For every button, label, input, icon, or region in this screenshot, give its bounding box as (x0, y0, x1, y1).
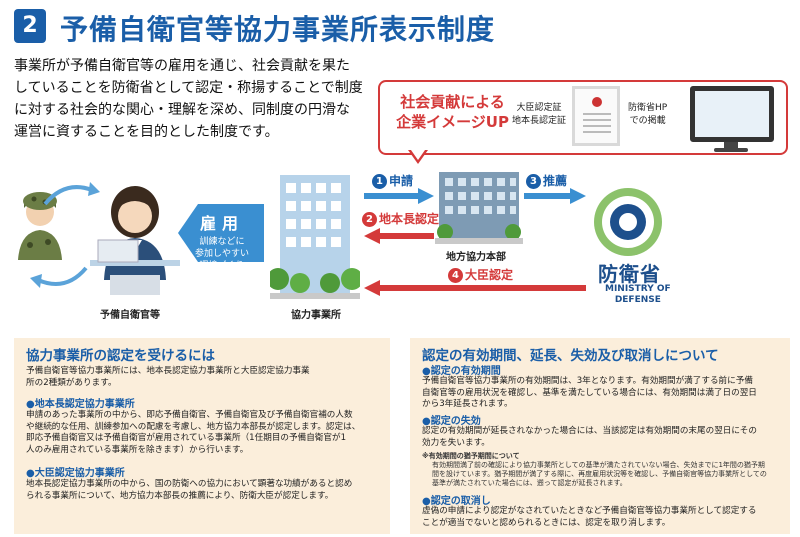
desc-line: 申請のあった事業所の中から、即応予備自衛官、予備自衛官及び予備自衛官補の人数 (26, 410, 353, 420)
certificate-line (583, 113, 611, 115)
step1-arrow (364, 188, 434, 204)
ministry-name-jp: 防衛省 (598, 262, 661, 286)
hp-label-line: 防衛省HP (628, 103, 668, 113)
desc-line: 認定の有効期間が延長されなかった場合には、当該認定は有効期間の末尾の翌日にその (422, 426, 757, 436)
desc-line: 効力を失います。 (422, 437, 490, 448)
employment-desc-line: 環境づくり (199, 261, 245, 271)
cooperative-business-building-icon (270, 175, 360, 299)
provincial-cooperation-office-icon (435, 172, 523, 244)
desc-line: ことが適当でないと認められるときには、認定を取り消します。 (422, 517, 671, 528)
subheading-provincial-cert: ●地本長認定協力事業所 (26, 399, 135, 410)
step3-number: 3 (526, 174, 541, 189)
minister-cert-desc: 地本長認定協力事業所の中から、国の防衛への協力において顕著な功績があると認め ら… (26, 479, 352, 502)
step1-number: 1 (372, 174, 387, 189)
employment-desc: 訓練などに 参加しやすい 環境づくり (192, 236, 252, 272)
subheading-expiry: ●認定の失効 (422, 416, 481, 427)
callout-title: 社会貢献による 企業イメージUP (390, 92, 515, 132)
step4-text: 大臣認定 (465, 268, 514, 282)
note-line: 間を設けています。猶予期間が満了する際に、再度雇用状況等を確認し、予備自衛官等協… (432, 470, 767, 478)
grace-period-note: ※有効期間の猶予期間について 有効期間満了前の確認により協力事業所としての基準が… (422, 452, 767, 488)
note-line: 有効期間満了前の確認により協力事業所としての基準が満たされていない場合、失効まで… (432, 461, 765, 469)
section-number-badge: 2 (14, 9, 46, 43)
desc-line: 虚偽の申請により認定がなされていたときなど予備自衛官等協力事業所として認定する (422, 506, 757, 516)
ministry-en-line: MINISTRY OF (605, 284, 671, 294)
step3-text: 推薦 (543, 174, 568, 188)
subheading-minister-cert: ●大臣認定協力事業所 (26, 468, 125, 479)
panel-intro: 予備自衛官等協力事業所には、地本長認定協力事業所と大臣認定協力事業 所の2種類が… (26, 366, 310, 389)
ministry-of-defense-logo-icon (594, 188, 662, 256)
office-worker-icon (90, 186, 180, 295)
intro-paragraph: 事業所が予備自衛官等の雇用を通じ、社会貢献を果た していることを防衛省として認定… (14, 55, 394, 143)
certification-info-panel: 協力事業所の認定を受けるには 予備自衛官等協力事業所には、地本長認定協力事業所と… (14, 338, 390, 534)
desc-line: 人のみ雇用されている事業所を除きます）から行います。 (26, 444, 249, 455)
desc-line: から3年延長されます。 (422, 399, 513, 409)
step1-text: 申請 (389, 174, 414, 188)
desc-line: や継続的な任用、訓練参加への配慮を考慮し、地方協力本部長が認定します。認定は、 (26, 421, 361, 432)
certificate-line (583, 125, 611, 127)
monitor-base (714, 148, 748, 152)
intro-line: していることを防衛省として認定・称揚することで制度 (14, 80, 363, 96)
callout-title-line: 社会貢献による (400, 93, 505, 111)
step2-arrow (364, 228, 434, 244)
subheading-validity: ●認定の有効期間 (422, 366, 501, 377)
ministry-en-line: DEFENSE (614, 295, 661, 305)
page-title: 予備自衛官等協力事業所表示制度 (60, 13, 496, 46)
intro-line: 運営に資することを目的とした制度です。 (14, 124, 279, 140)
panel-intro-line: 予備自衛官等協力事業所には、地本長認定協力事業所と大臣認定協力事業 (26, 366, 310, 376)
validity-desc: 予備自衛官等協力事業所の有効期間は、3年となります。有効期間が満了する前に予備 … (422, 376, 757, 411)
hp-label-line: での掲載 (629, 116, 666, 126)
cert-label-line: 地本長認定証 (512, 116, 567, 126)
employment-desc-line: 訓練などに (199, 237, 245, 247)
step4-number: 4 (448, 268, 463, 283)
reserve-personnel-label: 予備自衛官等 (100, 310, 160, 321)
cert-label-line: 大臣認定証 (516, 103, 562, 113)
ministry-name-en: MINISTRY OF DEFENSE (605, 284, 671, 306)
provincial-cert-desc: 申請のあった事業所の中から、即応予備自衛官、予備自衛官及び予備自衛官補の人数 や… (26, 410, 360, 456)
desc-line: られる事業所について、地方協力本部長の推薦により、防衛大臣が認定します。 (26, 490, 334, 501)
step4-arrow (364, 280, 586, 296)
certificate-label: 大臣認定証 地本長認定証 (512, 102, 566, 128)
desc-line: 地本長認定協力事業所の中から、国の防衛への協力において顕著な功績があると認め (26, 479, 353, 489)
revocation-desc: 虚偽の申請により認定がなされていたときなど予備自衛官等協力事業所として認定する … (422, 506, 756, 529)
cycle-arrow-bottom (30, 266, 88, 288)
intro-line: に対する社会的な関心・理解を深め、同制度の円滑な (14, 102, 350, 118)
step3-arrow (524, 188, 586, 204)
employment-text: 雇用 訓練などに 参加しやすい 環境づくり (192, 210, 252, 272)
note-line: 基準が満たされていた場合には、遡って認定が延長されます。 (432, 479, 627, 487)
monitor-stand (724, 142, 738, 150)
employment-heading: 雇用 (199, 214, 244, 233)
certificate-seal (592, 97, 602, 107)
certificate-line (583, 131, 611, 133)
panel-title: 認定の有効期間、延長、失効及び取消しについて (422, 348, 719, 364)
employment-desc-line: 参加しやすい (195, 249, 249, 259)
intro-line: 事業所が予備自衛官等の雇用を通じ、社会貢献を果た (14, 58, 350, 74)
expiry-desc: 認定の有効期間が延長されなかった場合には、当該認定は有効期間の末尾の翌日にその … (422, 426, 757, 449)
cycle-arrow-top (43, 182, 100, 206)
callout-pointer-inner (411, 150, 425, 160)
callout-title-line: 企業イメージUP (396, 113, 509, 131)
desc-line: 予備自衛官等協力事業所の有効期間は、3年となります。有効期間が満了する前に予備 (422, 376, 753, 386)
desc-line: 即応予備自衛官又は予備自衛官が雇用されている事業所（1任期目の予備自衛官が1 (26, 433, 347, 443)
desc-line: 自衛官等の雇用状況を確認し、基準を満たしている場合には、有効期間は満了日の翌日 (422, 387, 757, 398)
employment-arrow (178, 204, 264, 262)
panel-intro-line: 所の2種類があります。 (26, 377, 117, 388)
certificate-line (583, 119, 611, 121)
step2-text: 地本長認定 (379, 212, 440, 226)
cooperative-business-label: 協力事業所 (291, 310, 341, 321)
step2-number: 2 (362, 212, 377, 227)
validity-info-panel: 認定の有効期間、延長、失効及び取消しについて ●認定の有効期間 予備自衛官等協力… (410, 338, 790, 534)
panel-title: 協力事業所の認定を受けるには (26, 348, 215, 364)
note-title: ※有効期間の猶予期間について (422, 452, 520, 460)
subheading-revocation: ●認定の取消し (422, 496, 491, 507)
homepage-label: 防衛省HP での掲載 (628, 102, 667, 128)
certificate-icon (572, 86, 620, 146)
monitor-icon (690, 86, 774, 142)
provincial-office-label: 地方協力本部 (446, 252, 506, 263)
soldier-icon (18, 192, 62, 260)
